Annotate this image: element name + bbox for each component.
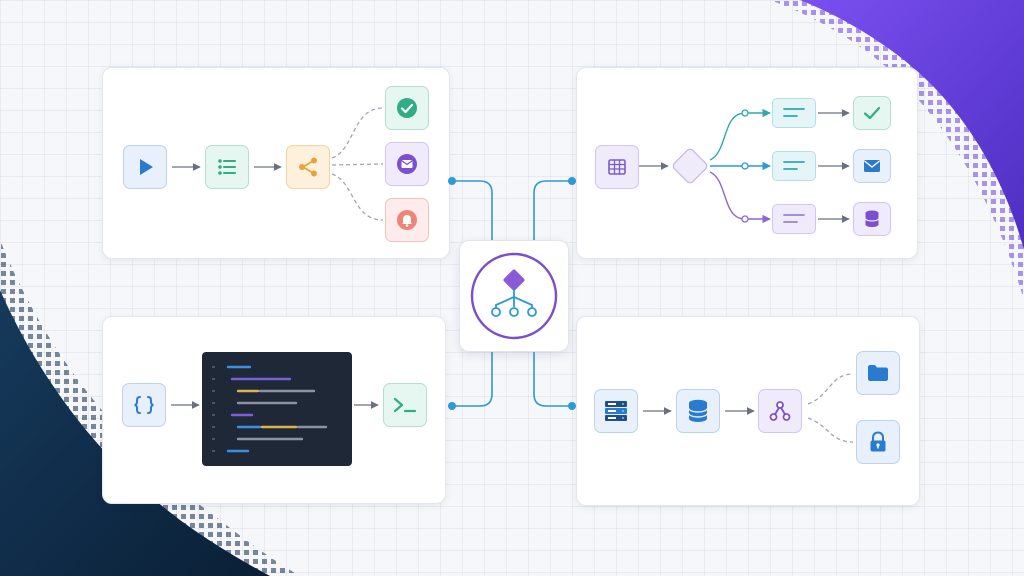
mail-icon xyxy=(397,154,417,174)
corner-navy xyxy=(0,290,270,576)
terminal-icon xyxy=(393,397,417,413)
code-lines xyxy=(212,365,328,453)
hub-connectors xyxy=(452,180,572,407)
branch-bottom-node[interactable] xyxy=(772,204,816,234)
json-node[interactable] xyxy=(122,383,166,427)
database-icon xyxy=(864,210,880,227)
folder-icon xyxy=(868,365,888,381)
lock-node[interactable] xyxy=(856,420,900,464)
storage-flow-branches xyxy=(807,373,854,443)
alert-node[interactable] xyxy=(385,198,429,242)
result-database-node[interactable] xyxy=(853,202,891,236)
branch-top-node[interactable] xyxy=(772,98,816,128)
success-node[interactable] xyxy=(385,86,429,130)
decision-diamond-icon[interactable] xyxy=(668,144,712,188)
database-icon xyxy=(688,399,708,422)
result-mail-node[interactable] xyxy=(853,149,891,183)
server-icon xyxy=(605,401,627,421)
distribute-node[interactable] xyxy=(758,389,802,433)
text-lines-icon xyxy=(783,108,805,117)
share-nodes-icon xyxy=(769,401,791,421)
code-editor[interactable] xyxy=(202,352,352,466)
database-node[interactable] xyxy=(676,389,720,433)
share-node[interactable] xyxy=(286,145,330,189)
folder-node[interactable] xyxy=(856,351,900,395)
list-node[interactable] xyxy=(205,145,249,189)
notification-flow-branches xyxy=(331,107,384,221)
play-icon xyxy=(140,159,153,175)
text-lines-icon xyxy=(783,161,805,170)
decision-branches xyxy=(709,108,771,224)
connector-dots xyxy=(448,177,576,410)
corner-purple xyxy=(800,0,1024,250)
decision-branch-dots xyxy=(741,109,749,223)
central-hub[interactable] xyxy=(459,240,569,352)
bell-icon xyxy=(397,210,417,230)
table-node[interactable] xyxy=(595,145,639,189)
share-icon xyxy=(299,157,317,177)
decision-flow-arrows xyxy=(638,109,850,223)
server-node[interactable] xyxy=(594,389,638,433)
table-icon xyxy=(608,159,626,175)
branch-middle-node[interactable] xyxy=(772,151,816,181)
check-icon xyxy=(863,106,881,120)
terminal-node[interactable] xyxy=(383,383,427,427)
hierarchy-icon xyxy=(470,252,558,340)
check-circle-icon xyxy=(397,98,417,118)
lock-icon xyxy=(870,431,886,452)
list-icon xyxy=(218,159,236,175)
result-check-node[interactable] xyxy=(853,96,891,130)
text-lines-icon xyxy=(783,214,805,223)
curly-braces-icon xyxy=(134,396,154,414)
mail-node[interactable] xyxy=(385,142,429,186)
mail-icon xyxy=(864,160,880,172)
play-node[interactable] xyxy=(123,145,167,189)
